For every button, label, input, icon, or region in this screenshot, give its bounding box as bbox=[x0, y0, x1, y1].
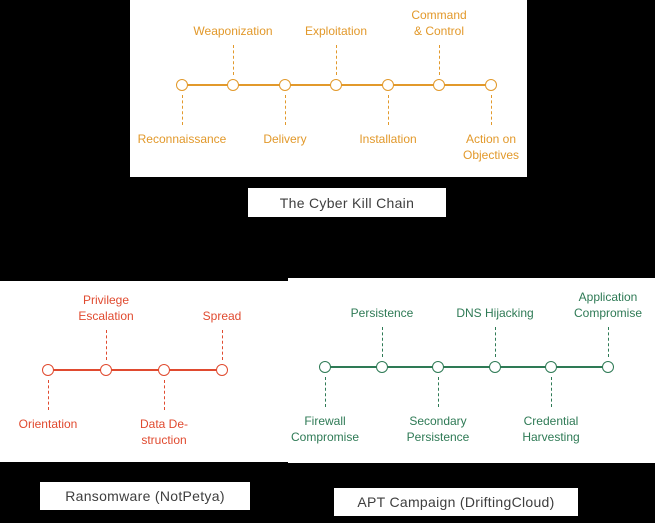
phase-label: Exploitation bbox=[304, 24, 368, 38]
node-connector bbox=[550, 377, 552, 407]
node-connector bbox=[105, 330, 107, 360]
node-connector bbox=[438, 45, 440, 75]
node-connector bbox=[221, 330, 223, 360]
phase-label: Weaponization bbox=[193, 24, 273, 38]
timeline-node bbox=[279, 79, 291, 91]
timeline-axis bbox=[325, 366, 608, 368]
phase-label: Reconnaissance bbox=[137, 132, 227, 146]
timeline-node bbox=[330, 79, 342, 91]
timeline-axis bbox=[48, 369, 222, 371]
phase-label: Credential Harvesting bbox=[522, 414, 580, 444]
node-connector bbox=[163, 380, 165, 410]
kill-chain-caption: The Cyber Kill Chain bbox=[248, 188, 446, 217]
timeline-node bbox=[227, 79, 239, 91]
node-connector bbox=[387, 95, 389, 125]
phase-label: Spread bbox=[202, 309, 242, 323]
phase-label: Orientation bbox=[18, 417, 78, 431]
node-connector bbox=[47, 380, 49, 410]
timeline-node bbox=[216, 364, 228, 376]
timeline-node bbox=[376, 361, 388, 373]
phase-label: Firewall Compromise bbox=[290, 414, 359, 444]
timeline-node bbox=[100, 364, 112, 376]
timeline-node bbox=[489, 361, 501, 373]
timeline-node bbox=[602, 361, 614, 373]
node-connector bbox=[335, 45, 337, 75]
notpetya-caption: Ransomware (NotPetya) bbox=[40, 482, 250, 510]
timeline-node bbox=[545, 361, 557, 373]
phase-label: Delivery bbox=[263, 132, 307, 146]
node-connector bbox=[490, 95, 492, 125]
phase-label: Action on Objectives bbox=[462, 132, 520, 162]
timeline-node bbox=[42, 364, 54, 376]
node-connector bbox=[607, 327, 609, 357]
timeline-node bbox=[485, 79, 497, 91]
node-connector bbox=[284, 95, 286, 125]
phase-label: Secondary Persistence bbox=[406, 414, 470, 444]
timeline-node bbox=[176, 79, 188, 91]
timeline-node bbox=[382, 79, 394, 91]
timeline-node bbox=[432, 361, 444, 373]
phase-label: Application Compromise bbox=[573, 290, 642, 320]
driftingcloud-caption: APT Campaign (DriftingCloud) bbox=[334, 488, 578, 516]
node-connector bbox=[381, 327, 383, 357]
phase-label: Installation bbox=[359, 132, 417, 146]
timeline-node bbox=[319, 361, 331, 373]
node-connector bbox=[181, 95, 183, 125]
node-connector bbox=[494, 327, 496, 357]
phase-label: DNS Hijacking bbox=[456, 306, 534, 320]
phase-label: Command & Control bbox=[411, 8, 467, 38]
node-connector bbox=[232, 45, 234, 75]
timeline-node bbox=[158, 364, 170, 376]
node-connector bbox=[437, 377, 439, 407]
phase-label: Persistence bbox=[350, 306, 414, 320]
phase-label: Data De- struction bbox=[139, 417, 189, 447]
node-connector bbox=[324, 377, 326, 407]
phase-label: Privilege Escalation bbox=[78, 293, 134, 323]
timeline-node bbox=[433, 79, 445, 91]
